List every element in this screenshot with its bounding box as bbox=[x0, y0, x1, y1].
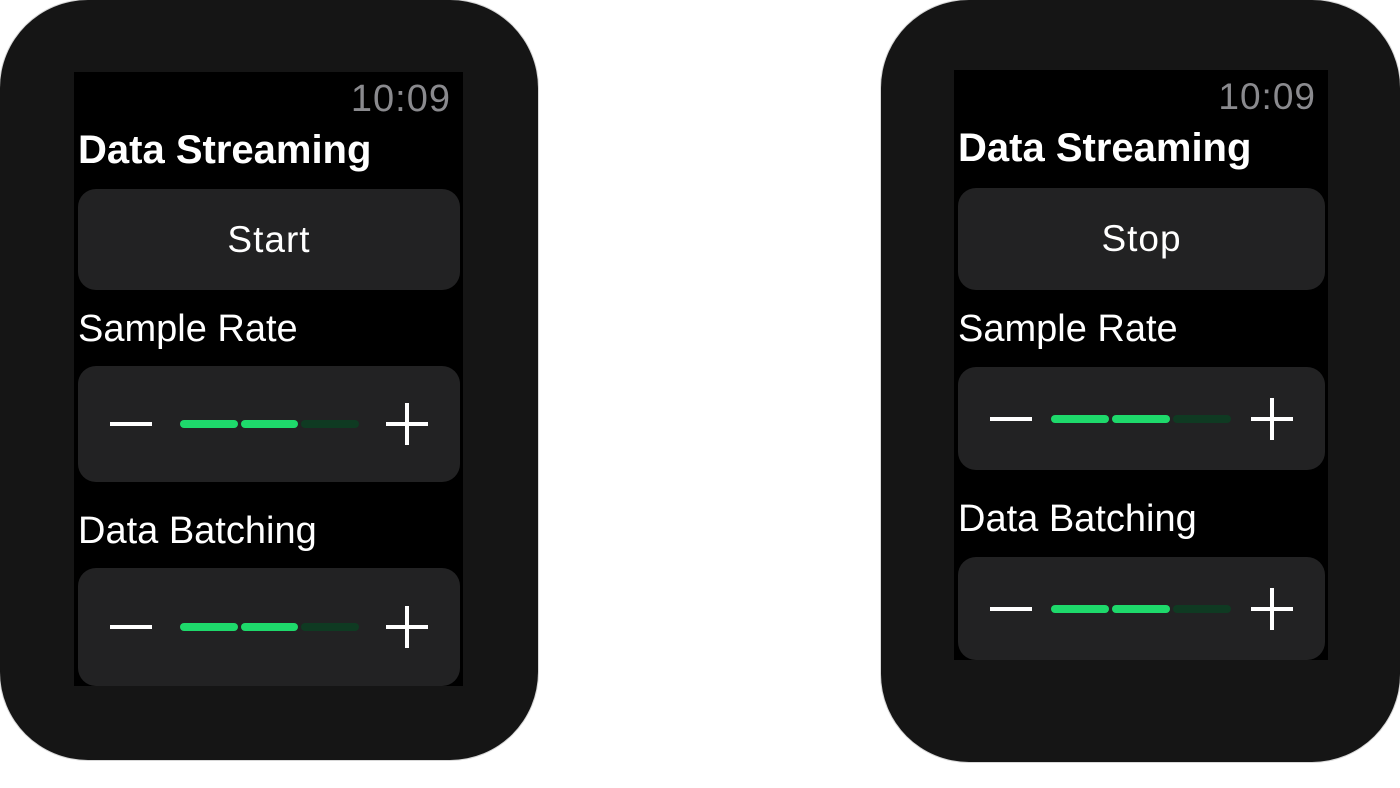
level-segment bbox=[240, 420, 299, 428]
sample-rate-label: Sample Rate bbox=[78, 308, 298, 350]
level-segment bbox=[1173, 414, 1231, 423]
stop-button[interactable]: Stop bbox=[958, 188, 1325, 290]
data-batching-level-bar bbox=[180, 623, 360, 631]
sample-rate-level-bar bbox=[180, 420, 360, 428]
data-batching-stepper bbox=[958, 557, 1325, 660]
minus-icon[interactable] bbox=[104, 397, 158, 451]
plus-icon[interactable] bbox=[1245, 392, 1299, 446]
start-button[interactable]: Start bbox=[78, 189, 460, 290]
sample-rate-level-bar bbox=[1051, 414, 1231, 423]
level-segment bbox=[301, 420, 360, 428]
sample-rate-stepper bbox=[958, 367, 1325, 470]
clock-time: 10:09 bbox=[1218, 76, 1316, 117]
data-batching-label: Data Batching bbox=[78, 510, 317, 552]
watch-screen: 10:09 Data Streaming Start Sample Rate D… bbox=[74, 72, 463, 686]
watch-left: 10:09 Data Streaming Start Sample Rate D… bbox=[0, 0, 538, 760]
level-segment bbox=[240, 623, 299, 631]
minus-icon[interactable] bbox=[104, 600, 158, 654]
level-segment bbox=[180, 623, 238, 631]
data-batching-level-bar bbox=[1051, 604, 1231, 613]
clock-time: 10:09 bbox=[350, 78, 451, 120]
sample-rate-stepper bbox=[78, 366, 460, 482]
level-segment bbox=[1051, 414, 1109, 423]
level-segment bbox=[1173, 604, 1231, 613]
level-segment bbox=[1112, 414, 1170, 423]
data-batching-label: Data Batching bbox=[958, 498, 1197, 540]
data-batching-stepper bbox=[78, 568, 460, 686]
plus-icon[interactable] bbox=[1245, 582, 1299, 636]
plus-icon[interactable] bbox=[380, 397, 434, 451]
watch-right: 10:09 Data Streaming Stop Sample Rate Da… bbox=[881, 0, 1400, 762]
watch-screen: 10:09 Data Streaming Stop Sample Rate Da… bbox=[954, 70, 1328, 660]
page-title: Data Streaming bbox=[958, 126, 1252, 170]
level-segment bbox=[1051, 604, 1109, 613]
plus-icon[interactable] bbox=[380, 600, 434, 654]
sample-rate-label: Sample Rate bbox=[958, 308, 1178, 350]
level-segment bbox=[301, 623, 360, 631]
page-title: Data Streaming bbox=[78, 128, 372, 172]
minus-icon[interactable] bbox=[984, 582, 1038, 636]
level-segment bbox=[180, 420, 238, 428]
level-segment bbox=[1112, 604, 1170, 613]
minus-icon[interactable] bbox=[984, 392, 1038, 446]
